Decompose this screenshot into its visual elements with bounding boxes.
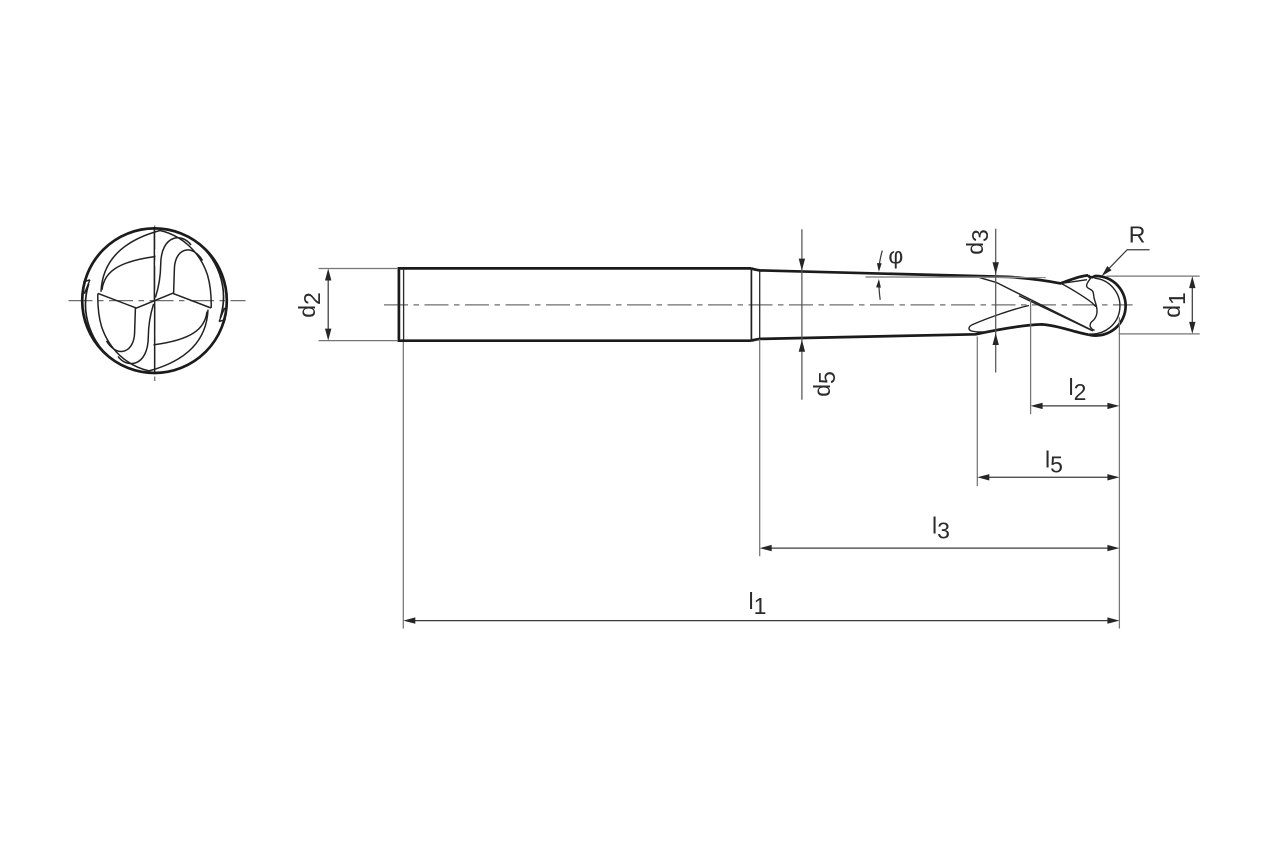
svg-text:R: R	[1129, 222, 1146, 248]
svg-text:l2: l2	[1069, 374, 1087, 405]
svg-text:l5: l5	[1045, 447, 1063, 478]
svg-text:d5: d5	[809, 371, 840, 397]
svg-text:l3: l3	[932, 513, 950, 544]
svg-text:φ: φ	[888, 243, 903, 269]
svg-text:l1: l1	[749, 588, 767, 619]
